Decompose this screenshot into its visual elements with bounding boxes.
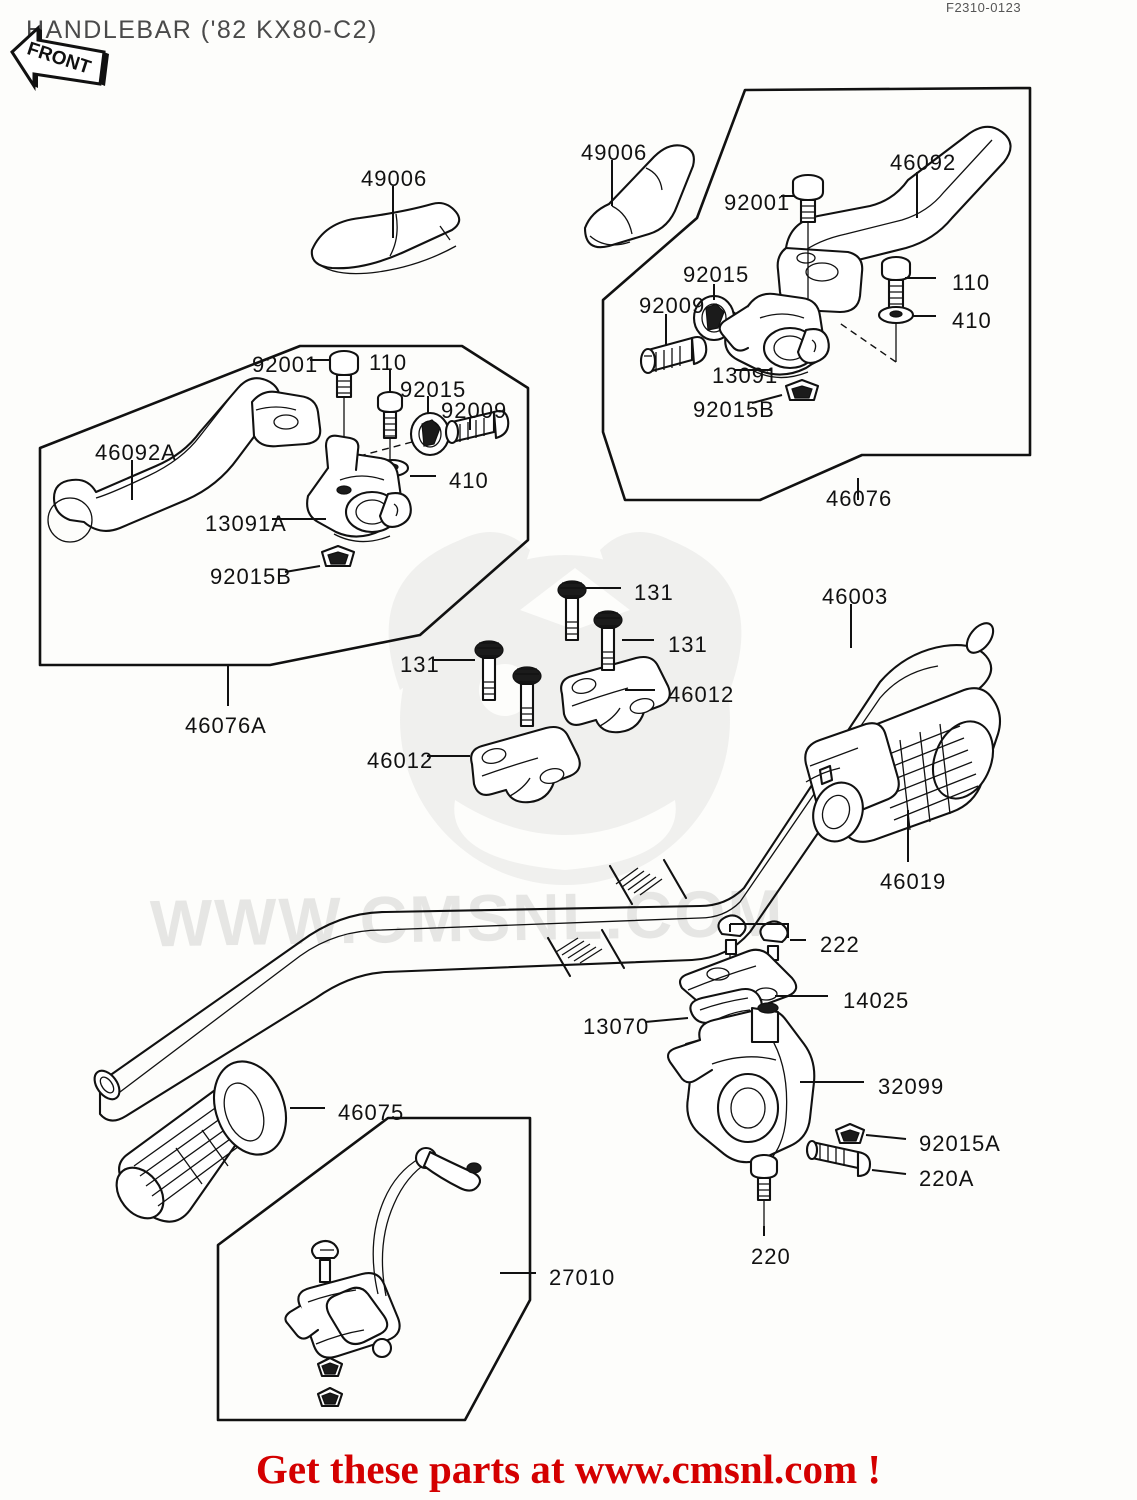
callout-92015B-left: 92015B bbox=[210, 564, 292, 589]
callout-49006-right: 49006 bbox=[581, 140, 648, 165]
callout-410-left: 410 bbox=[449, 468, 489, 493]
part-131-bolt-a bbox=[557, 580, 587, 642]
inset-box-46076 bbox=[601, 86, 1032, 502]
part-13091A-holder-left bbox=[306, 434, 412, 543]
front-orientation-tag: FRONT bbox=[8, 22, 116, 100]
part-220-screw bbox=[749, 1153, 779, 1226]
part-92015-nut-left bbox=[351, 411, 453, 459]
part-46012-clamp-upper bbox=[560, 655, 671, 734]
page-title: HANDLEBAR ('82 KX80-C2) bbox=[26, 16, 378, 44]
part-32099-throttle-case bbox=[666, 1002, 816, 1164]
callout-13091A: 13091A bbox=[205, 511, 287, 536]
part-92015A-nut bbox=[834, 1122, 866, 1145]
callout-27010: 27010 bbox=[549, 1265, 616, 1290]
callout-46076A: 46076A bbox=[185, 713, 267, 738]
part-92009-screw-left bbox=[444, 409, 510, 445]
callout-14025: 14025 bbox=[843, 988, 910, 1013]
callout-92015-left: 92015 bbox=[400, 377, 467, 402]
callout-131-c: 131 bbox=[400, 652, 440, 677]
part-46019-throttle-grip bbox=[804, 687, 1002, 843]
part-13091-holder-right bbox=[718, 292, 830, 379]
callout-46092: 46092 bbox=[890, 150, 957, 175]
cms-bulldog-logo-icon bbox=[388, 532, 742, 885]
part-131-bolt-d bbox=[512, 666, 542, 728]
part-222-screws bbox=[717, 914, 789, 1010]
part-410-washer-right bbox=[837, 305, 915, 363]
callout-46012-upper: 46012 bbox=[668, 682, 735, 707]
callout-32099: 32099 bbox=[878, 1074, 945, 1099]
part-46012-clamp-lower bbox=[470, 725, 581, 804]
callout-46003: 46003 bbox=[822, 584, 889, 609]
footer-cta[interactable]: Get these parts at www.cmsnl.com ! bbox=[255, 1446, 882, 1492]
part-92015B-nut-right bbox=[784, 378, 820, 402]
callout-46075: 46075 bbox=[338, 1100, 405, 1125]
callout-46092A: 46092A bbox=[95, 440, 177, 465]
callout-92001-left: 92001 bbox=[252, 352, 319, 377]
part-92009-screw-right bbox=[639, 335, 708, 375]
part-46075-left-grip bbox=[115, 1060, 287, 1223]
callout-13070: 13070 bbox=[583, 1014, 650, 1039]
reference-code: F2310-0123 bbox=[946, 0, 1022, 15]
callout-92009-left: 92009 bbox=[441, 398, 508, 423]
callout-46076: 46076 bbox=[826, 486, 893, 511]
part-46003-handlebar bbox=[93, 622, 995, 1122]
part-131-bolt-c bbox=[474, 640, 504, 702]
part-92015B-nut-left bbox=[320, 544, 356, 568]
callout-46012-lower: 46012 bbox=[367, 748, 434, 773]
callout-131-a: 131 bbox=[634, 580, 674, 605]
callout-220A: 220A bbox=[919, 1166, 975, 1191]
callout-92015A: 92015A bbox=[919, 1131, 1001, 1156]
callout-49006-left: 49006 bbox=[361, 166, 428, 191]
part-49006-left bbox=[310, 201, 461, 275]
part-131-bolt-b bbox=[593, 610, 623, 672]
inset-box-46076A bbox=[38, 344, 530, 667]
callout-46019: 46019 bbox=[880, 869, 947, 894]
part-110-bolt-left bbox=[376, 390, 404, 460]
callout-220: 220 bbox=[751, 1244, 791, 1269]
part-110-bolt-right bbox=[880, 255, 912, 310]
part-220A-screw bbox=[805, 1139, 872, 1178]
callout-131-b: 131 bbox=[668, 632, 708, 657]
part-49006-right bbox=[583, 144, 695, 249]
callout-92001-right: 92001 bbox=[724, 190, 791, 215]
callout-92015B-right: 92015B bbox=[693, 397, 775, 422]
callout-110-left: 110 bbox=[369, 350, 408, 375]
part-27010-stop-switch bbox=[284, 1146, 482, 1408]
callout-410-right: 410 bbox=[952, 308, 992, 333]
callout-92015-right: 92015 bbox=[683, 262, 750, 287]
front-arrow-icon bbox=[10, 24, 109, 92]
callout-13091: 13091 bbox=[712, 363, 779, 388]
callout-92009-right: 92009 bbox=[639, 293, 706, 318]
callout-110-right: 110 bbox=[952, 270, 991, 295]
part-46092A-clutch-lever bbox=[47, 377, 322, 543]
inset-box-27010 bbox=[216, 1116, 532, 1422]
leader-lines bbox=[131, 160, 936, 1274]
callout-222: 222 bbox=[820, 932, 860, 957]
